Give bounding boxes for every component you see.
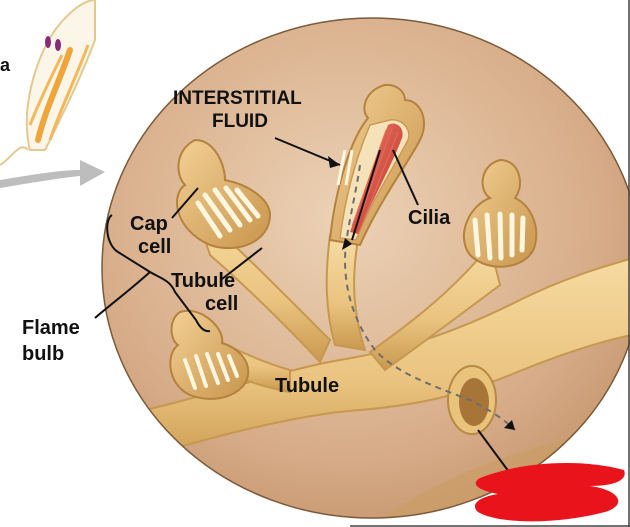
label-tubule-cell-line1: Tubule [171, 270, 235, 292]
label-flame-line1: Flame [22, 317, 80, 339]
label-cap-line2: cell [138, 236, 171, 258]
label-cap-line1: Cap [130, 213, 168, 235]
label-cilia: Cilia [408, 207, 451, 229]
exit-arrowhead [504, 420, 515, 430]
label-tubule-cell-line2: cell [205, 293, 238, 315]
tubule-branch-central [325, 233, 367, 352]
label-interstitial-line1: INTERSTITIAL [173, 88, 302, 109]
flame-bulb-upper-left [176, 138, 272, 250]
circle-outline [101, 17, 630, 519]
interstitial-arrowhead [328, 156, 340, 168]
partial-label-a: a [0, 55, 11, 75]
fluid-flow-path [343, 164, 516, 431]
flame-bulb-right [463, 158, 538, 268]
label-tubule: Tubule [275, 375, 339, 397]
red-redaction-mark [474, 463, 625, 522]
tubule-branch-right [368, 242, 502, 372]
zoom-arrow [0, 160, 105, 188]
label-interstitial-line2: FLUID [212, 111, 268, 132]
flame-bulb-lower-left [169, 309, 250, 400]
flatworm-inset [0, 0, 96, 166]
label-flame-line2: bulb [22, 343, 64, 365]
